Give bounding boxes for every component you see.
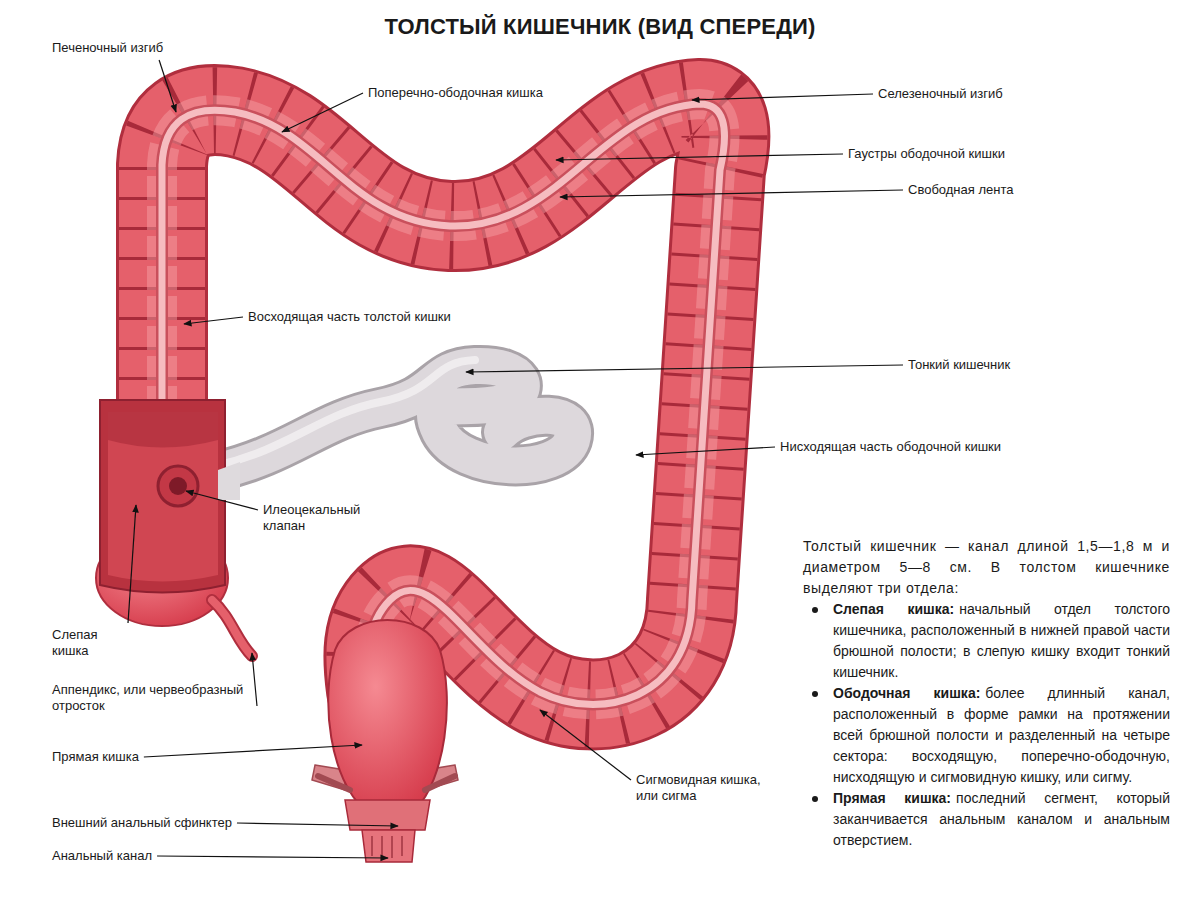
bullet-dot [812,796,818,802]
colon [162,104,725,704]
bullet-dot [812,607,818,613]
leader-line [252,653,257,706]
part-label: Свободная лента [908,182,1013,198]
part-label: Печеночный изгиб [52,40,163,56]
bullet-heading: Прямая кишка: [833,790,951,806]
leader-line [186,491,258,510]
notes-bullet: Прямая кишка:последний сегмент, который … [803,788,1170,851]
leader-line [144,745,362,757]
diagram-title: ТОЛСТЫЙ КИШЕЧНИК (ВИД СПЕРЕДИ) [0,14,1200,40]
notes-block: Толстый кишечник — канал длиной 1,5—1,8 … [803,536,1170,851]
part-label: Гаустры ободочной кишки [848,146,1005,162]
leader-line [282,93,363,132]
part-label: Слепая кишка [52,627,132,659]
part-label: Илеоцекальный клапан [263,502,373,534]
small-intestine [215,360,573,472]
notes-bullet: Ободочная кишка:более длинный канал, рас… [803,683,1170,788]
leader-line [556,154,843,160]
part-label: Сигмовидная кишка, или сигма [636,772,786,804]
part-label: Анальный канал [52,848,152,864]
leader-line [159,60,176,112]
notes-bullet: Слепая кишка:начальный отдел толстого ки… [803,599,1170,683]
notes-intro: Толстый кишечник — канал длиной 1,5—1,8 … [803,536,1170,599]
leader-line [157,856,388,858]
bullet-heading: Ободочная кишка: [833,685,980,701]
leader-line [184,317,243,324]
cecum [96,400,252,656]
part-label: Поперечно-ободочная кишка [368,85,543,101]
leader-line [692,94,873,100]
leader-line [466,365,903,372]
leader-line [237,823,398,826]
leader-line [636,447,775,455]
leader-line [540,710,631,780]
part-label: Прямая кишка [52,749,139,765]
part-label: Нисходящая часть ободочной кишки [780,439,1001,455]
part-label: Аппендикс, или червеобразный отросток [52,682,252,714]
bullet-dot [812,691,818,697]
leader-line [560,190,903,197]
part-label: Тонкий кишечник [908,357,1010,373]
part-label: Селезеночный изгиб [878,86,1003,102]
bullet-heading: Слепая кишка: [833,601,954,617]
leader-line [128,505,136,623]
part-label: Восходящая часть толстой кишки [248,309,451,325]
part-label: Внешний анальный сфинктер [52,815,232,831]
